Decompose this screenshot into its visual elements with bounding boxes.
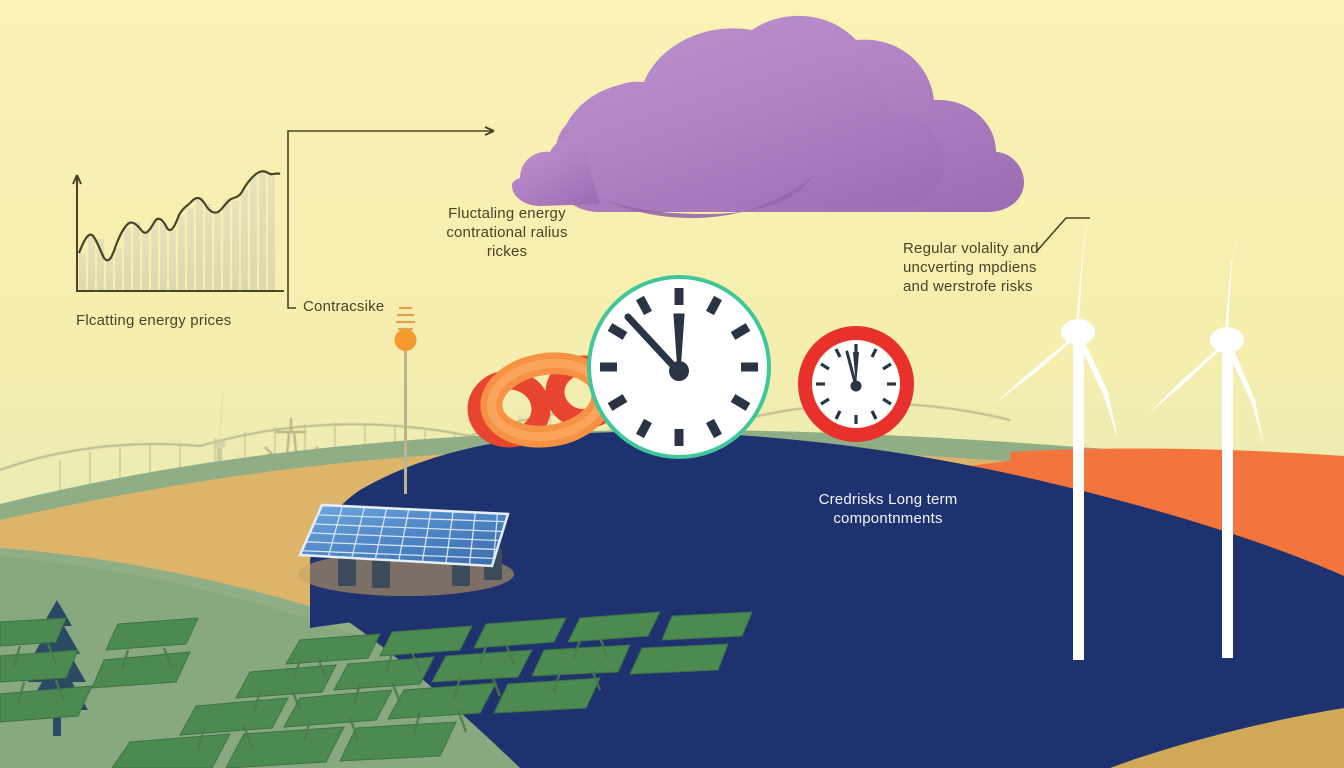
chart-caption: Flcatting energy prices xyxy=(76,312,232,329)
clock-hour-hand xyxy=(673,313,685,373)
small-clock xyxy=(798,326,914,442)
solar-panel-array xyxy=(298,503,514,596)
cloud-note: Fluctaling energy contrational ralius ri… xyxy=(446,205,568,260)
clock-minute-hand xyxy=(624,313,683,376)
connector-turbine-note xyxy=(1035,217,1090,253)
solar-farm-rows xyxy=(0,611,753,768)
wind-turbine-right xyxy=(1148,232,1264,658)
orange-dot-marker xyxy=(394,329,417,351)
turbine-note: Regular volality and uncverting mpdiens … xyxy=(903,240,1039,295)
chart-bars xyxy=(79,171,275,290)
antenna-pole xyxy=(394,306,417,494)
chart-trend-line xyxy=(77,170,281,262)
large-clock xyxy=(587,275,771,459)
purple-cloud xyxy=(512,15,1024,219)
navy-note: Credrisks Long term compontnments xyxy=(818,491,958,527)
wind-turbine-left xyxy=(994,205,1118,660)
connector-chart-to-cloud xyxy=(287,126,495,309)
contract-label: Contracsike xyxy=(303,298,385,315)
hill-sand-bottomright xyxy=(1110,708,1344,768)
price-chart xyxy=(72,170,284,292)
